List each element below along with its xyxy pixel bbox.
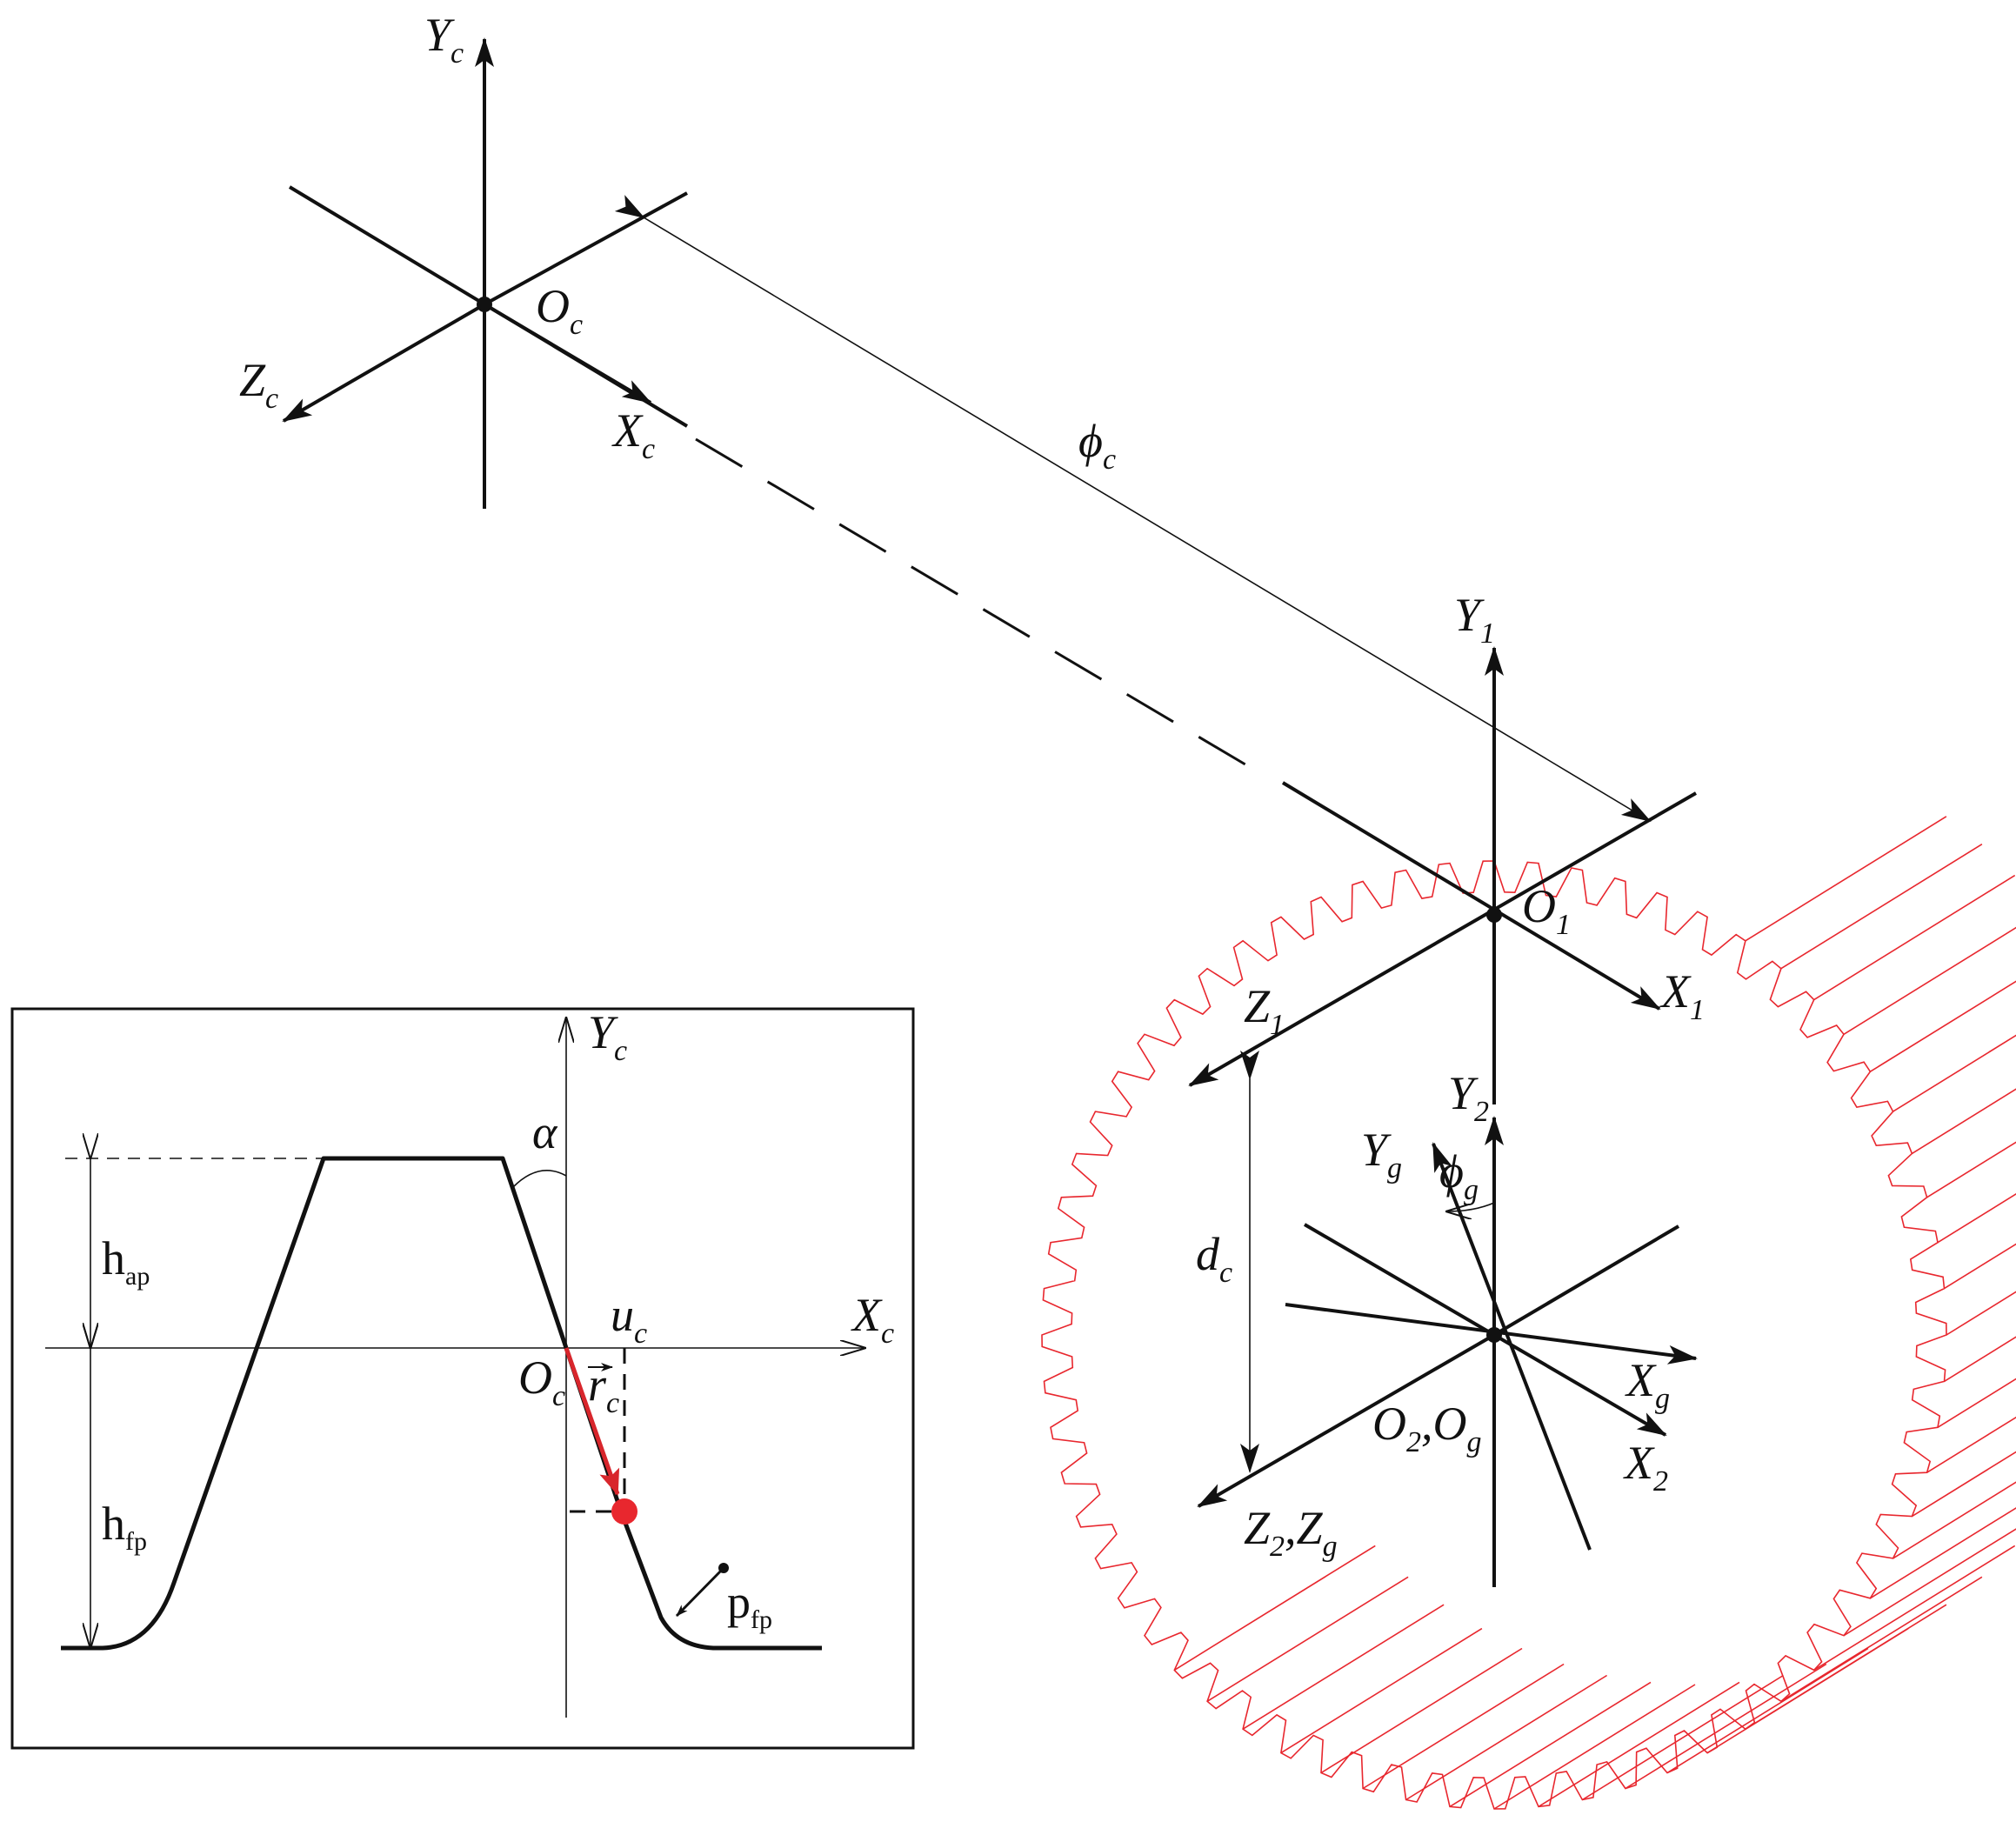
gear-tooth-edge bbox=[1538, 1681, 1740, 1808]
gear-tooth-edge bbox=[1937, 1193, 2016, 1244]
gear-upper-coordinate-system: Y1 O1 X1 Z1 bbox=[1188, 589, 1705, 1104]
x2-axis bbox=[1492, 1333, 1667, 1437]
hfp-label: hfp bbox=[102, 1498, 147, 1556]
x2-back bbox=[1303, 1223, 1496, 1337]
gear-tooth-edge bbox=[1173, 1545, 1376, 1672]
yc-label: Yc bbox=[424, 9, 464, 70]
gear-tooth-edge bbox=[1937, 1378, 2016, 1428]
z2-zg-label: Z2,Zg bbox=[1244, 1502, 1338, 1563]
gear-tooth-edge bbox=[1926, 1416, 2016, 1473]
gear-lower-coordinate-system: Y2 Yg ϕg dc Xg X2 O2,Og Z2,Zg bbox=[1196, 1051, 1698, 1587]
gear-tooth-edges bbox=[1173, 816, 2016, 1810]
gear-tooth-edge bbox=[1813, 874, 2016, 1001]
zc-axis bbox=[282, 303, 486, 423]
rc-label: rc bbox=[588, 1358, 619, 1419]
hap-label: hap bbox=[102, 1232, 150, 1291]
gear-tooth-edge bbox=[1780, 844, 1983, 970]
rack-profile-inset: Yc Xc α hap hfp uc Oc rc pfp bbox=[10, 1006, 915, 1750]
x1-axis bbox=[1281, 781, 1661, 1011]
zc-label: Zc bbox=[239, 354, 278, 415]
z1-axis bbox=[1188, 791, 1697, 1087]
gear-tooth-edge bbox=[1581, 1674, 1784, 1801]
uc-label: uc bbox=[611, 1289, 647, 1350]
gear-tooth-edge bbox=[1242, 1604, 1445, 1730]
phi-g-label: ϕg bbox=[1439, 1145, 1479, 1206]
o1-label: O1 bbox=[1522, 880, 1571, 941]
oc-label: Oc bbox=[536, 280, 583, 341]
oc-origin bbox=[477, 297, 492, 312]
gear-tooth-edge bbox=[1869, 1507, 2016, 1599]
o1-origin bbox=[1486, 907, 1502, 923]
gear-tooth-edge bbox=[1280, 1627, 1483, 1754]
z2-back bbox=[1492, 1224, 1680, 1337]
phi-c-dimension-line bbox=[614, 195, 1652, 823]
gear-tooth-edge bbox=[1911, 1451, 2016, 1518]
alpha-arc bbox=[512, 1170, 567, 1188]
z2-axis bbox=[1197, 1333, 1496, 1508]
xg-label: Xg bbox=[1625, 1354, 1670, 1415]
yg-label: Yg bbox=[1361, 1124, 1402, 1184]
x2-label: X2 bbox=[1623, 1437, 1668, 1498]
gear-tooth-edge bbox=[1911, 1088, 2016, 1155]
rack-tooth-profile bbox=[61, 1156, 822, 1651]
inset-oc-label: Oc bbox=[518, 1351, 565, 1412]
inset-yc-label: Yc bbox=[588, 1006, 627, 1067]
xc-label: Xc bbox=[611, 404, 655, 465]
gear-wireframe bbox=[1041, 816, 2016, 1810]
gear-tooth-edge bbox=[1405, 1674, 1608, 1801]
gear-tooth-edge bbox=[1625, 1663, 1827, 1790]
gear-tooth-edge bbox=[1944, 1243, 2016, 1290]
contact-point bbox=[611, 1498, 638, 1525]
inset-xc-label: Xc bbox=[851, 1289, 894, 1350]
dc-label: dc bbox=[1196, 1228, 1232, 1289]
gear-tooth-edge bbox=[1869, 980, 2016, 1072]
alpha-label: α bbox=[532, 1106, 558, 1158]
gear-tooth-edge bbox=[1320, 1647, 1523, 1774]
gear-tooth-edge bbox=[1206, 1576, 1409, 1702]
y1-label: Y1 bbox=[1454, 589, 1495, 650]
gear-tooth-edge bbox=[1946, 1291, 2016, 1336]
gear-tooth-edge bbox=[1813, 1545, 2016, 1672]
gear-tooth-edge bbox=[1362, 1663, 1565, 1790]
gear-tooth-edge bbox=[1944, 1336, 2016, 1383]
gear-tooth-edge bbox=[1926, 1141, 2016, 1198]
inset-frame bbox=[10, 1007, 915, 1750]
gear-tooth-edge bbox=[1780, 1576, 1983, 1702]
gear-tooth-edge bbox=[1493, 1684, 1696, 1810]
gear-tooth-edge bbox=[1893, 1034, 2016, 1112]
o2-origin bbox=[1486, 1327, 1502, 1343]
fillet-radius-arrow bbox=[675, 1566, 725, 1618]
phi-c-label: ϕc bbox=[1078, 415, 1116, 476]
gear-tooth-edge bbox=[1893, 1481, 2016, 1559]
gear-tooth-edge bbox=[1843, 1528, 2016, 1637]
o2-og-label: O2,Og bbox=[1372, 1398, 1482, 1458]
gear-tooth-edge bbox=[1666, 1647, 1869, 1774]
phi-g-arc bbox=[1446, 1202, 1495, 1211]
cutter-coordinate-system: Yc Oc Zc Xc bbox=[239, 9, 689, 509]
dashed-connection-line bbox=[695, 437, 1255, 771]
gear-tooth-edge bbox=[1449, 1681, 1652, 1808]
x1-label: X1 bbox=[1659, 965, 1705, 1026]
gear-tooth-edge bbox=[1745, 816, 1947, 942]
y2-label: Y2 bbox=[1448, 1067, 1489, 1128]
gear-tooth-edge bbox=[1843, 926, 2016, 1035]
gear-tooth-edge bbox=[1706, 1627, 1909, 1754]
rc-vector bbox=[564, 1347, 620, 1496]
z1-label: Z1 bbox=[1244, 980, 1285, 1041]
pfp-label: pfp bbox=[727, 1576, 772, 1634]
cutter-back-line bbox=[484, 191, 688, 306]
